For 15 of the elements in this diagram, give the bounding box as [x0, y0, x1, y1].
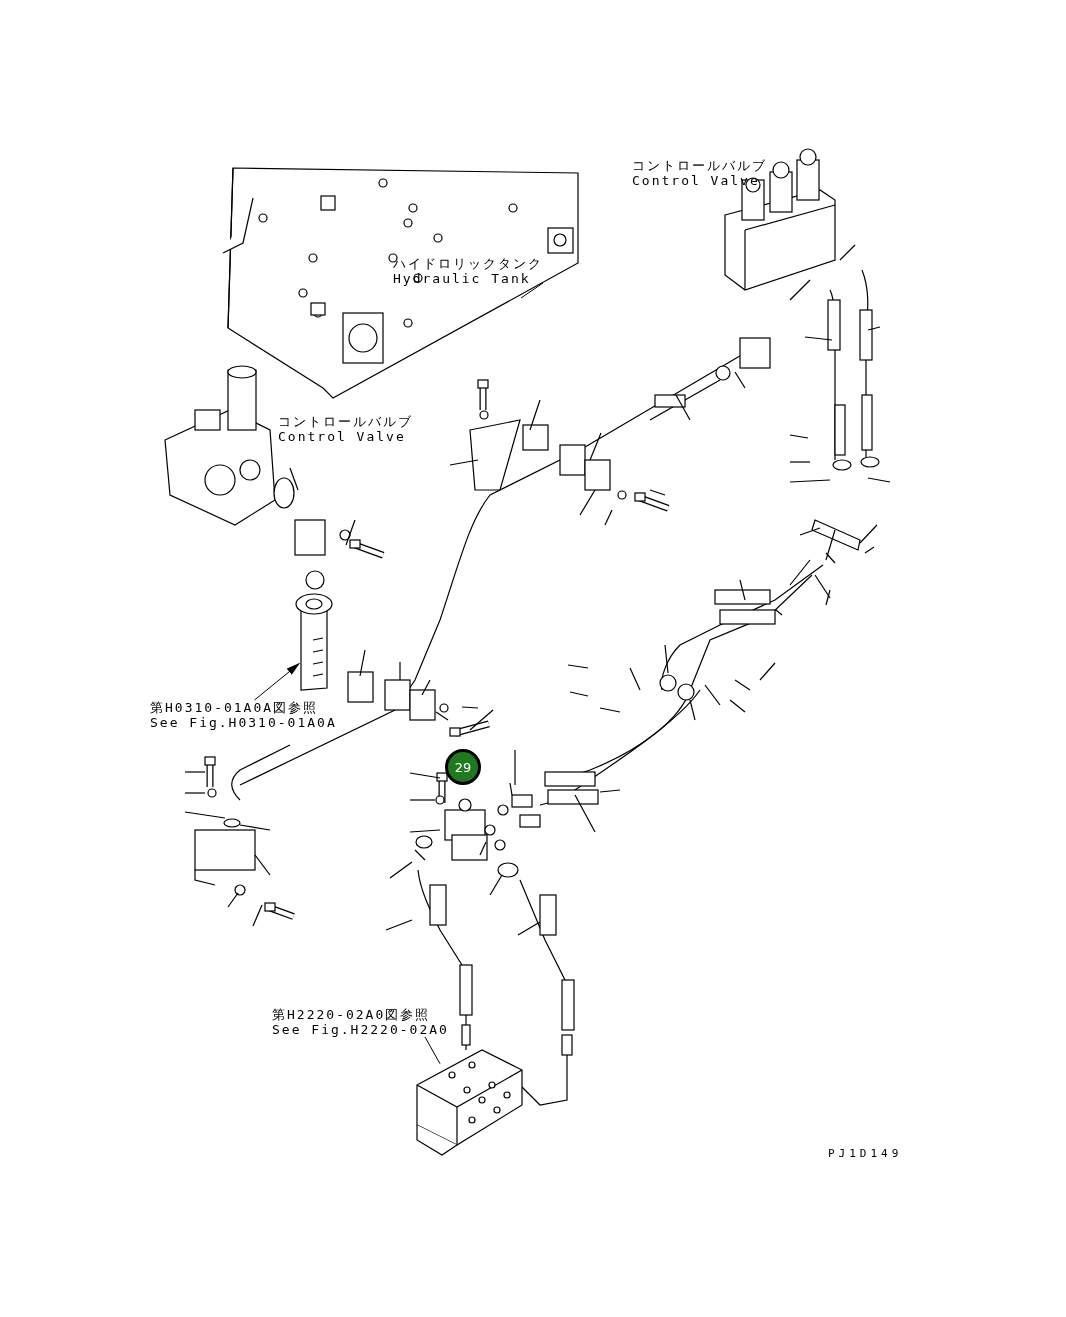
leader-line: [520, 282, 544, 299]
japanese-label: 第H2220-02A0図参照: [272, 1007, 432, 1022]
japanese-label: ハイドロリックタンク: [393, 256, 543, 271]
leader-line: [424, 1036, 441, 1065]
japanese-label: 第H0310-01A0A図参照: [150, 700, 320, 715]
callout-number: 29: [445, 749, 481, 785]
japanese-label: コントロールバルブ: [632, 158, 768, 173]
english-label: Control Valve: [278, 429, 407, 444]
english-label: See Fig.H0310-01A0A: [150, 715, 338, 730]
drawing-number: PJ1D149: [828, 1146, 903, 1161]
english-label: See Fig.H2220-02A0: [272, 1022, 450, 1037]
japanese-label: コントロールバルブ: [278, 414, 414, 429]
english-label: Control Valve: [632, 173, 761, 188]
english-label: Hydraulic Tank: [393, 271, 532, 286]
leader-line: [254, 662, 301, 701]
